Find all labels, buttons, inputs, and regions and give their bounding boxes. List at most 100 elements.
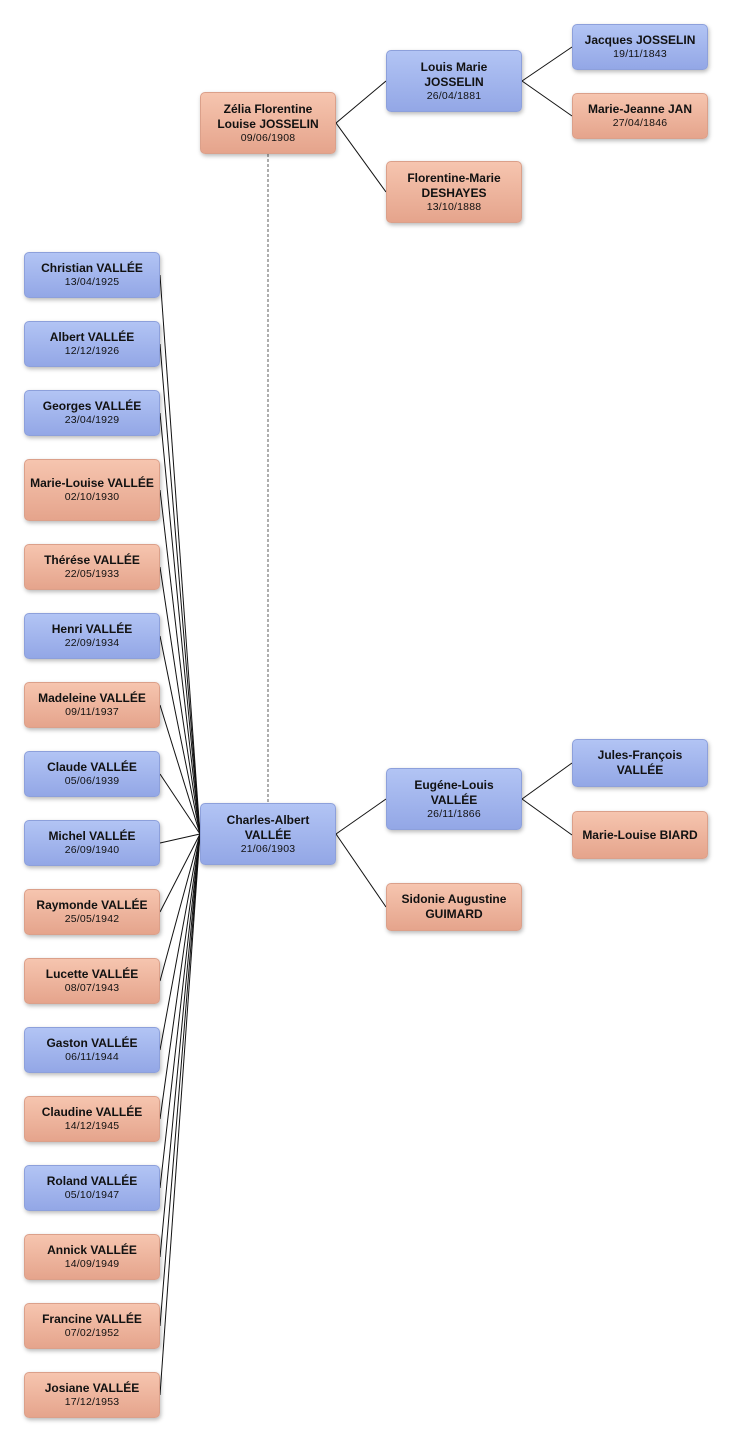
person-name: Zélia Florentine Louise JOSSELIN: [217, 101, 319, 131]
person-sidonie[interactable]: Sidonie Augustine GUIMARD: [386, 883, 522, 931]
person-name: Claudine VALLÉE: [41, 1105, 143, 1119]
person-charles-albert[interactable]: Charles-Albert VALLÉE 21/06/1903: [200, 803, 336, 865]
person-name: Michel VALLÉE: [48, 829, 136, 843]
child-10[interactable]: Lucette VALLÉE 08/07/1943: [24, 958, 160, 1004]
parent-link: [335, 80, 387, 124]
person-name: Jules-François VALLÉE: [597, 748, 683, 777]
child-link: [159, 412, 201, 835]
child-link: [159, 489, 201, 835]
person-louis-marie[interactable]: Louis Marie JOSSELIN 26/04/1881: [386, 50, 522, 112]
parent-link: [521, 762, 573, 800]
child-15[interactable]: Francine VALLÉE 07/02/1952: [24, 1303, 160, 1349]
person-name: Georges VALLÉE: [42, 399, 142, 413]
person-date: 05/10/1947: [64, 1189, 120, 1201]
child-link: [159, 773, 201, 835]
person-name: Claude VALLÉE: [47, 760, 137, 774]
person-eugene-louis[interactable]: Eugéne-Louis VALLÉE 26/11/1866: [386, 768, 522, 830]
person-name: Christian VALLÉE: [41, 261, 143, 275]
child-link: [159, 833, 201, 982]
person-name: Albert VALLÉE: [49, 330, 135, 344]
person-date: 22/05/1933: [64, 568, 120, 580]
parent-link: [521, 80, 573, 117]
person-date: 09/06/1908: [240, 131, 296, 144]
child-4[interactable]: Thérése VALLÉE 22/05/1933: [24, 544, 160, 590]
person-date: 26/04/1881: [426, 89, 482, 102]
child-link: [159, 833, 201, 1258]
person-name: Sidonie Augustine GUIMARD: [401, 892, 507, 921]
person-florentine-marie[interactable]: Florentine-Marie DESHAYES 13/10/1888: [386, 161, 522, 223]
child-link: [159, 704, 201, 835]
person-name: Marie-Louise VALLÉE: [30, 476, 154, 490]
person-zelia[interactable]: Zélia Florentine Louise JOSSELIN 09/06/1…: [200, 92, 336, 154]
child-8[interactable]: Michel VALLÉE 26/09/1940: [24, 820, 160, 866]
person-date: 13/04/1925: [64, 276, 120, 288]
person-name: Roland VALLÉE: [46, 1174, 138, 1188]
person-name: Josiane VALLÉE: [44, 1381, 140, 1395]
person-date: 09/11/1937: [65, 706, 119, 718]
child-link: [159, 343, 201, 835]
person-date: 26/09/1940: [64, 844, 120, 856]
person-date: 21/06/1903: [240, 842, 296, 855]
child-link: [159, 833, 201, 844]
person-name: Francine VALLÉE: [42, 1312, 142, 1326]
person-date: 14/12/1945: [64, 1120, 120, 1132]
child-link: [159, 833, 201, 1327]
child-5[interactable]: Henri VALLÉE 22/09/1934: [24, 613, 160, 659]
person-date: 22/09/1934: [64, 637, 120, 649]
person-name: Charles-Albert VALLÉE: [226, 812, 310, 842]
person-name: Thérése VALLÉE: [44, 553, 140, 567]
person-marie-jeanne[interactable]: Marie-Jeanne JAN 27/04/1846: [572, 93, 708, 139]
person-date: 14/09/1949: [64, 1258, 120, 1270]
person-name: Gaston VALLÉE: [46, 1036, 138, 1050]
parent-link: [335, 833, 387, 908]
child-14[interactable]: Annick VALLÉE 14/09/1949: [24, 1234, 160, 1280]
person-date: 27/04/1846: [612, 117, 668, 129]
child-link: [159, 566, 201, 835]
child-2[interactable]: Georges VALLÉE 23/04/1929: [24, 390, 160, 436]
child-7[interactable]: Claude VALLÉE 05/06/1939: [24, 751, 160, 797]
child-link: [159, 833, 201, 913]
person-jacques[interactable]: Jacques JOSSELIN 19/11/1843: [572, 24, 708, 70]
child-9[interactable]: Raymonde VALLÉE 25/05/1942: [24, 889, 160, 935]
child-3[interactable]: Marie-Louise VALLÉE 02/10/1930: [24, 459, 160, 521]
person-name: Eugéne-Louis VALLÉE: [414, 777, 494, 807]
parent-link: [335, 122, 387, 193]
child-12[interactable]: Claudine VALLÉE 14/12/1945: [24, 1096, 160, 1142]
child-0[interactable]: Christian VALLÉE 13/04/1925: [24, 252, 160, 298]
person-name: Louis Marie JOSSELIN: [420, 59, 488, 89]
person-name: Marie-Jeanne JAN: [587, 102, 693, 116]
person-date: 23/04/1929: [64, 414, 120, 426]
person-date: 12/12/1926: [64, 345, 120, 357]
child-link: [159, 635, 201, 835]
person-date: 26/11/1866: [427, 807, 481, 820]
child-link: [159, 833, 201, 1189]
person-name: Marie-Louise BIARD: [582, 827, 698, 842]
person-name: Raymonde VALLÉE: [36, 898, 148, 912]
person-name: Henri VALLÉE: [51, 622, 133, 636]
child-link: [159, 274, 201, 835]
person-date: 17/12/1953: [64, 1396, 120, 1408]
person-name: Florentine-Marie DESHAYES: [407, 170, 501, 200]
child-1[interactable]: Albert VALLÉE 12/12/1926: [24, 321, 160, 367]
child-link: [159, 833, 201, 1396]
child-6[interactable]: Madeleine VALLÉE 09/11/1937: [24, 682, 160, 728]
person-date: 25/05/1942: [64, 913, 120, 925]
person-marie-louise-biard[interactable]: Marie-Louise BIARD: [572, 811, 708, 859]
child-13[interactable]: Roland VALLÉE 05/10/1947: [24, 1165, 160, 1211]
person-name: Annick VALLÉE: [47, 1243, 137, 1257]
parent-link: [521, 798, 573, 836]
parent-link: [521, 46, 573, 82]
person-date: 08/07/1943: [64, 982, 120, 994]
child-link: [159, 833, 201, 1120]
child-11[interactable]: Gaston VALLÉE 06/11/1944: [24, 1027, 160, 1073]
person-date: 19/11/1843: [613, 48, 667, 60]
person-name: Lucette VALLÉE: [45, 967, 139, 981]
person-jules-francois[interactable]: Jules-François VALLÉE: [572, 739, 708, 787]
person-date: 13/10/1888: [426, 200, 482, 213]
person-name: Jacques JOSSELIN: [584, 33, 696, 47]
person-date: 05/06/1939: [64, 775, 120, 787]
child-16[interactable]: Josiane VALLÉE 17/12/1953: [24, 1372, 160, 1418]
person-name: Madeleine VALLÉE: [38, 691, 146, 705]
person-date: 06/11/1944: [65, 1051, 119, 1063]
